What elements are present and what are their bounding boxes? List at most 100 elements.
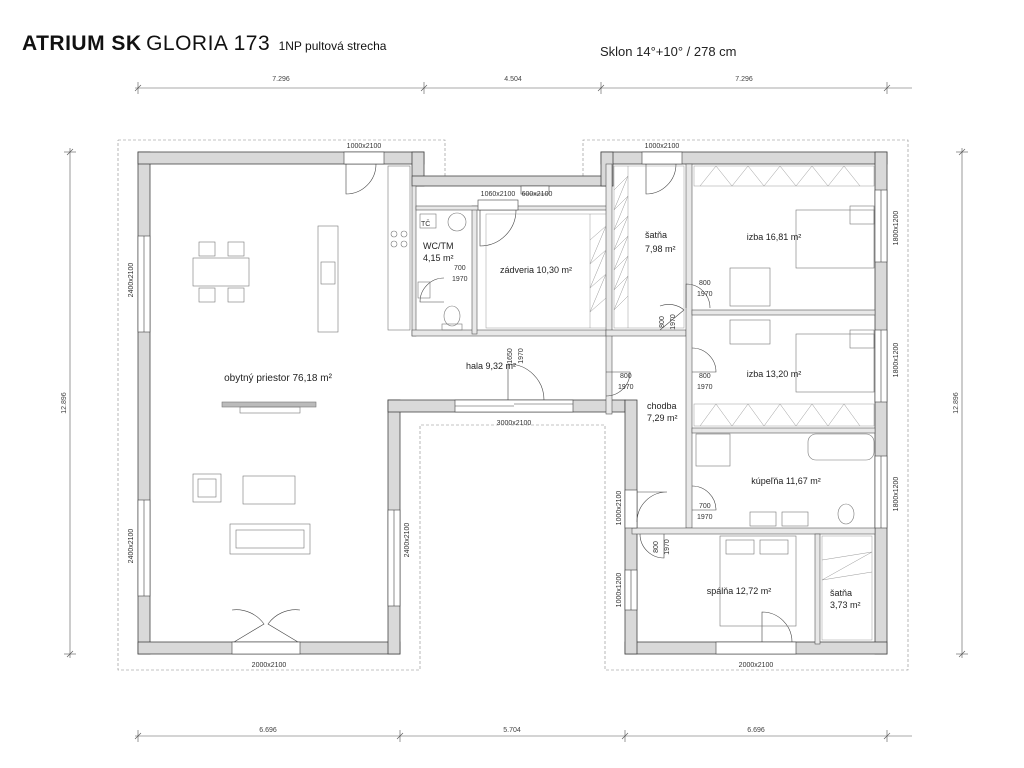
door-corr-swing	[605, 371, 631, 397]
room-label-room2: izba 13,20 m²	[747, 369, 802, 379]
wall-kitchen-wc	[411, 185, 417, 337]
label-door-bed-h: 1970	[664, 539, 671, 555]
door-bed-swing	[639, 533, 665, 559]
boiler-icon	[447, 212, 467, 232]
room-label-room1: izba 16,81 m²	[747, 232, 802, 242]
dim-top-3: 7.296	[735, 76, 753, 83]
door-bedroom-bottom	[715, 641, 797, 655]
label-window-room1: 1800x1200	[893, 211, 900, 246]
label-window-entry-top: 600x2100	[522, 191, 553, 198]
wall-ward-corr	[605, 329, 687, 337]
washbasin-1	[749, 511, 777, 527]
wall-corr-rooms	[685, 163, 693, 529]
room-label-bedroom: spálňa 12,72 m²	[707, 586, 772, 596]
dimension-right	[956, 148, 968, 658]
wall-wc-hall	[411, 329, 613, 337]
washbasin-2	[781, 511, 809, 527]
kitchen-counter	[387, 165, 411, 331]
dim-bottom-2: 5.704	[503, 727, 521, 734]
sofa	[229, 523, 311, 555]
wardrobe-shelving	[485, 165, 875, 641]
heat-pump-box	[419, 213, 437, 229]
wall-room2-bath	[691, 427, 876, 434]
furniture	[192, 165, 875, 627]
door-wardrobe-top	[641, 151, 683, 165]
dimension-left	[64, 148, 76, 658]
wall-bath-bedroom	[631, 527, 876, 535]
door-entry-top	[477, 199, 519, 211]
windows	[137, 185, 888, 611]
label-door-wc-w: 700	[454, 265, 466, 272]
kitchen-island	[317, 225, 339, 333]
coffee-table	[242, 475, 296, 505]
room-area-wardrobe2: 3,73 m²	[830, 600, 861, 610]
dim-left: 12.896	[61, 392, 68, 414]
door-atrium-right	[624, 489, 638, 529]
dim-top-2: 4.504	[504, 76, 522, 83]
label-door-bedroom-bottom: 2000x2100	[739, 662, 774, 669]
wall-bedroom-ward	[814, 533, 821, 645]
wall-wc-entry	[471, 205, 478, 335]
interior-walls	[411, 163, 876, 645]
dim-bottom-1: 6.696	[259, 727, 277, 734]
brand-name: ATRIUM SK	[22, 32, 142, 55]
roof-slope-label: Sklon 14°+10° / 278 cm	[600, 44, 737, 59]
label-door-hall-h: 1970	[518, 348, 525, 364]
dim-bottom-3: 6.696	[747, 727, 765, 734]
dimension-bottom	[134, 730, 912, 742]
label-door-corr-w: 800	[620, 373, 632, 380]
label-door-living-top: 1000x2100	[347, 143, 382, 150]
room-label-hall: hala 9,32 m²	[466, 361, 516, 371]
room-label-corridor: chodba	[647, 401, 677, 411]
bed-room1	[795, 209, 875, 269]
room-label-living: obytný priestor 76,18 m²	[224, 373, 332, 384]
room-label-wardrobe2: šatňa	[830, 588, 852, 598]
wall-hall-right	[605, 163, 613, 415]
wc-basin	[417, 281, 431, 299]
dining-table	[192, 257, 250, 287]
label-door-entry-top: 1060x2100	[481, 191, 516, 198]
toilet-bath-icon	[837, 503, 855, 525]
wall-middle-top	[411, 175, 613, 187]
room-label-entry: zádveria 10,30 m²	[500, 265, 572, 275]
door-wc-swing	[419, 277, 445, 303]
room-area-wc: 4,15 m²	[423, 253, 454, 263]
label-door-living-bottom: 2000x2100	[252, 662, 287, 669]
room-label-wc: WC/TM	[423, 241, 454, 251]
drawing-title: ATRIUM SK GLORIA 173 1NP pultová strecha	[22, 32, 386, 56]
bed-bedroom	[719, 535, 797, 627]
dim-top-1: 7.296	[272, 76, 290, 83]
door-living-top	[343, 151, 385, 165]
bathtub-icon	[807, 433, 875, 461]
dimension-top	[134, 82, 912, 94]
armchair	[192, 473, 222, 503]
window-entry-top	[520, 185, 550, 195]
door-bath-swing	[691, 485, 717, 511]
desk-room2	[729, 319, 771, 345]
label-door-hall-w: 1650	[507, 348, 514, 364]
label-door-room1-h: 1970	[697, 291, 713, 298]
label-door-ward-h: 1970	[670, 314, 677, 330]
label-door-wardrobe-top: 1000x2100	[645, 143, 680, 150]
label-door-atrium-right: 1000x2100	[616, 491, 623, 526]
sink-icon	[320, 261, 336, 285]
tv-icon	[221, 401, 317, 408]
wall-room1-room2	[691, 309, 876, 316]
label-door-room2-h: 1970	[697, 384, 713, 391]
label-door-ward-w: 800	[659, 316, 666, 328]
door-ward-swing	[685, 283, 711, 309]
label-door-bed-w: 800	[653, 541, 660, 553]
room-label-wardrobe1: šatňa	[645, 230, 667, 240]
title-subtitle: 1NP pultová strecha	[278, 39, 387, 53]
doors	[231, 151, 797, 655]
dim-right: 12.896	[953, 392, 960, 414]
shower-icon	[695, 433, 731, 467]
label-window-living-left-top: 2400x2100	[128, 263, 135, 298]
room-area-corridor: 7,29 m²	[647, 413, 678, 423]
label-window-bedroom-left: 1000x1200	[616, 573, 623, 608]
label-door-corr-h: 1970	[618, 384, 634, 391]
desk-room1	[729, 267, 771, 307]
door-hall-swing	[507, 363, 545, 401]
label-door-room2-w: 800	[699, 373, 711, 380]
